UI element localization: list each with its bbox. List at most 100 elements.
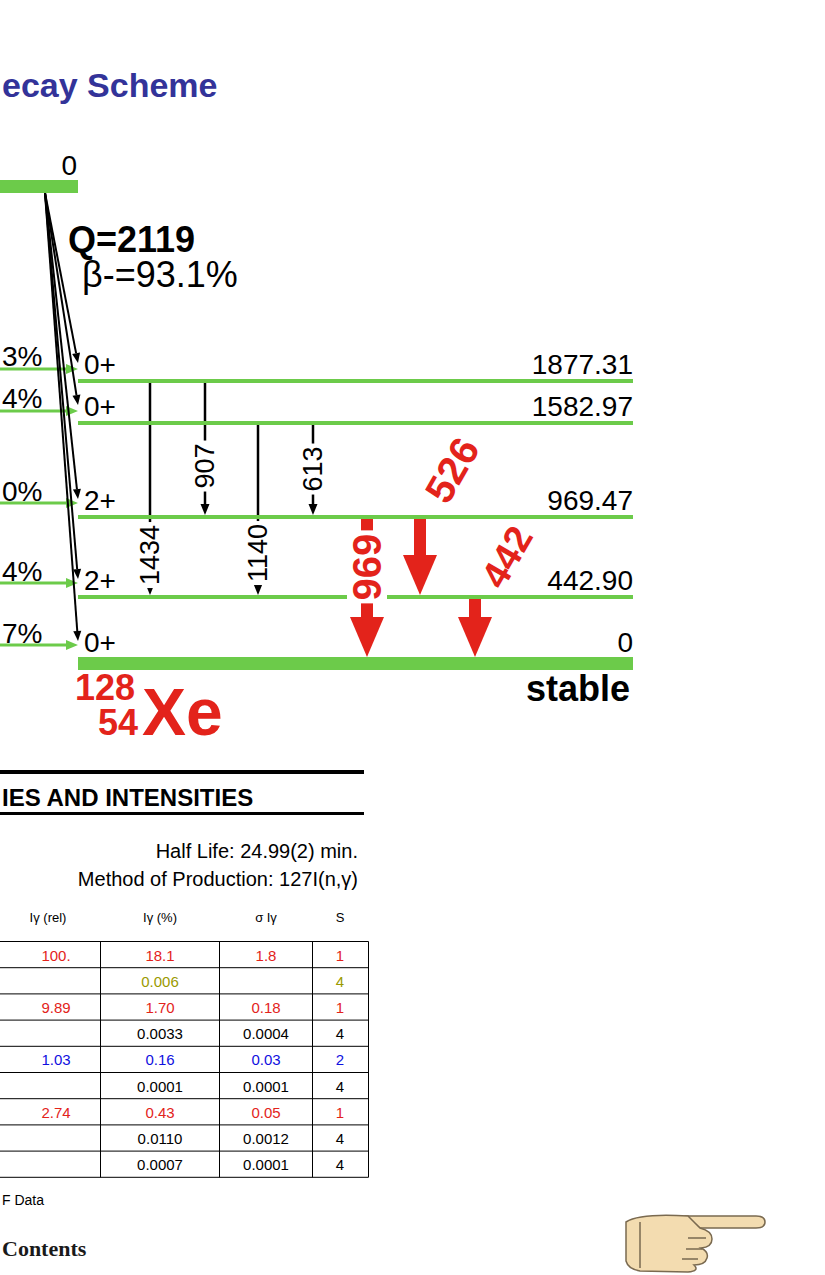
arrowhead (72, 352, 80, 363)
arrowhead (254, 584, 263, 595)
pointing-hand (626, 1215, 765, 1272)
table-cell: 18.1 (145, 947, 174, 962)
column-header: σ Iγ (255, 911, 277, 924)
table-cell: 4 (336, 1026, 344, 1041)
table-cell: 0.0001 (243, 1078, 289, 1093)
connector-line (414, 518, 426, 555)
spin-parity: 2+ (84, 487, 116, 515)
table-cell: 0.16 (145, 1052, 174, 1067)
q-value: Q=2119 (68, 222, 195, 258)
table-cell: 0.0007 (137, 1157, 183, 1172)
table-cell: 1 (336, 1104, 344, 1119)
table-cell: 4 (336, 1078, 344, 1093)
feeding-percent: 0% (2, 478, 42, 506)
production-method: Method of Production: 127I(n,γ) (78, 869, 358, 889)
gamma-energy: 442 (475, 520, 540, 594)
table-cell: 0.006 (141, 973, 179, 988)
level-energy: 442.90 (547, 567, 633, 595)
feeding-percent: 4% (2, 385, 42, 413)
energy-level: 0+ 1582.97 (78, 393, 633, 425)
table-cell: 2 (336, 1052, 344, 1067)
diagram-title: ecay Scheme (2, 68, 218, 102)
table-cell: 0.05 (251, 1104, 280, 1119)
feeding-percent: 3% (2, 343, 42, 371)
table-cell: 0.0001 (137, 1078, 183, 1093)
arrowhead (73, 489, 81, 499)
table-cell: 0.0001 (243, 1157, 289, 1172)
beta-branch-total: β-=93.1% (82, 257, 238, 293)
table-cell: 1.70 (145, 1000, 174, 1015)
mass-number: 128 (75, 670, 135, 706)
gamma-energy: 1434 (137, 522, 164, 588)
gamma-energy: 526 (418, 431, 486, 509)
gamma-transition (403, 518, 437, 595)
table-cell: 0.0012 (243, 1131, 289, 1146)
level-energy: 969.47 (547, 487, 633, 515)
stability-note: stable (526, 671, 630, 707)
level-energy: 0 (61, 152, 77, 180)
hand-palm (626, 1215, 712, 1272)
level-energy: 1582.97 (532, 393, 633, 421)
feeding-percent: 4% (2, 558, 42, 586)
source-note: F Data (2, 1193, 44, 1207)
hand-knuckles (640, 1222, 706, 1268)
feeding-percent: 7% (2, 620, 42, 648)
table-cell: 4 (336, 1157, 344, 1172)
arrowhead (201, 504, 210, 515)
ground-level: 0+ 0 (78, 629, 633, 670)
gamma-energy: 1140 (245, 521, 272, 585)
half-life: Half Life: 24.99(2) min. (156, 841, 358, 861)
feeding-lines (0, 369, 68, 645)
energy-level: 0+ 1877.31 (78, 351, 633, 383)
spin-parity: 2+ (84, 567, 116, 595)
table-cell: 4 (336, 973, 344, 988)
column-header: Iγ (rel) (30, 911, 67, 924)
connector-line (45, 193, 77, 631)
table-cell: 9.89 (41, 1000, 70, 1015)
table-cell: 4 (336, 1131, 344, 1146)
parent-level: 0 (0, 150, 78, 193)
energy-level: 2+ 969.47 (78, 487, 633, 519)
table-cell: 0.0110 (138, 1131, 183, 1146)
table-cell: 0.03 (251, 1052, 280, 1067)
level-energy: 1877.31 (532, 351, 633, 379)
column-header: Iγ (%) (143, 911, 177, 924)
gamma-energy: 907 (192, 440, 219, 491)
table-cell: 100. (41, 947, 70, 962)
arrowhead (458, 617, 492, 657)
table-cell: 1.8 (256, 947, 277, 962)
heading-rule (0, 812, 364, 815)
arrowhead (403, 555, 437, 595)
level-energy: 0 (617, 629, 633, 657)
atomic-number: 54 (98, 705, 138, 741)
table-cell: 0.0033 (137, 1026, 183, 1041)
connector-line (469, 598, 481, 617)
spin-parity: 0+ (84, 629, 116, 657)
element-symbol: Xe (142, 679, 223, 745)
column-header: S (336, 911, 345, 924)
table-cell: 1.03 (41, 1052, 70, 1067)
heading-rule (0, 770, 364, 774)
spin-parity: 0+ (84, 351, 116, 379)
beta-branch-line (45, 193, 81, 641)
gamma-energy: 969 (347, 531, 387, 604)
arrowhead (309, 504, 318, 515)
gamma-transition (458, 598, 492, 657)
table-cell: 0.43 (145, 1104, 174, 1119)
table-cell: 0.18 (251, 1000, 280, 1015)
table-cell: 1 (336, 1000, 344, 1015)
beta-branch-line (45, 193, 80, 363)
table-cell: 0.0004 (243, 1026, 289, 1041)
table-cell: 1 (336, 947, 344, 962)
table-cell: 2.74 (41, 1104, 70, 1119)
spin-parity: 0+ (84, 393, 116, 421)
contents-link: Contents (2, 1238, 86, 1260)
section-heading: IES AND INTENSITIES (2, 786, 253, 810)
table-grid (0, 942, 369, 1178)
arrowhead (350, 617, 384, 657)
arrowhead (73, 395, 81, 405)
gamma-energy: 613 (300, 443, 327, 494)
